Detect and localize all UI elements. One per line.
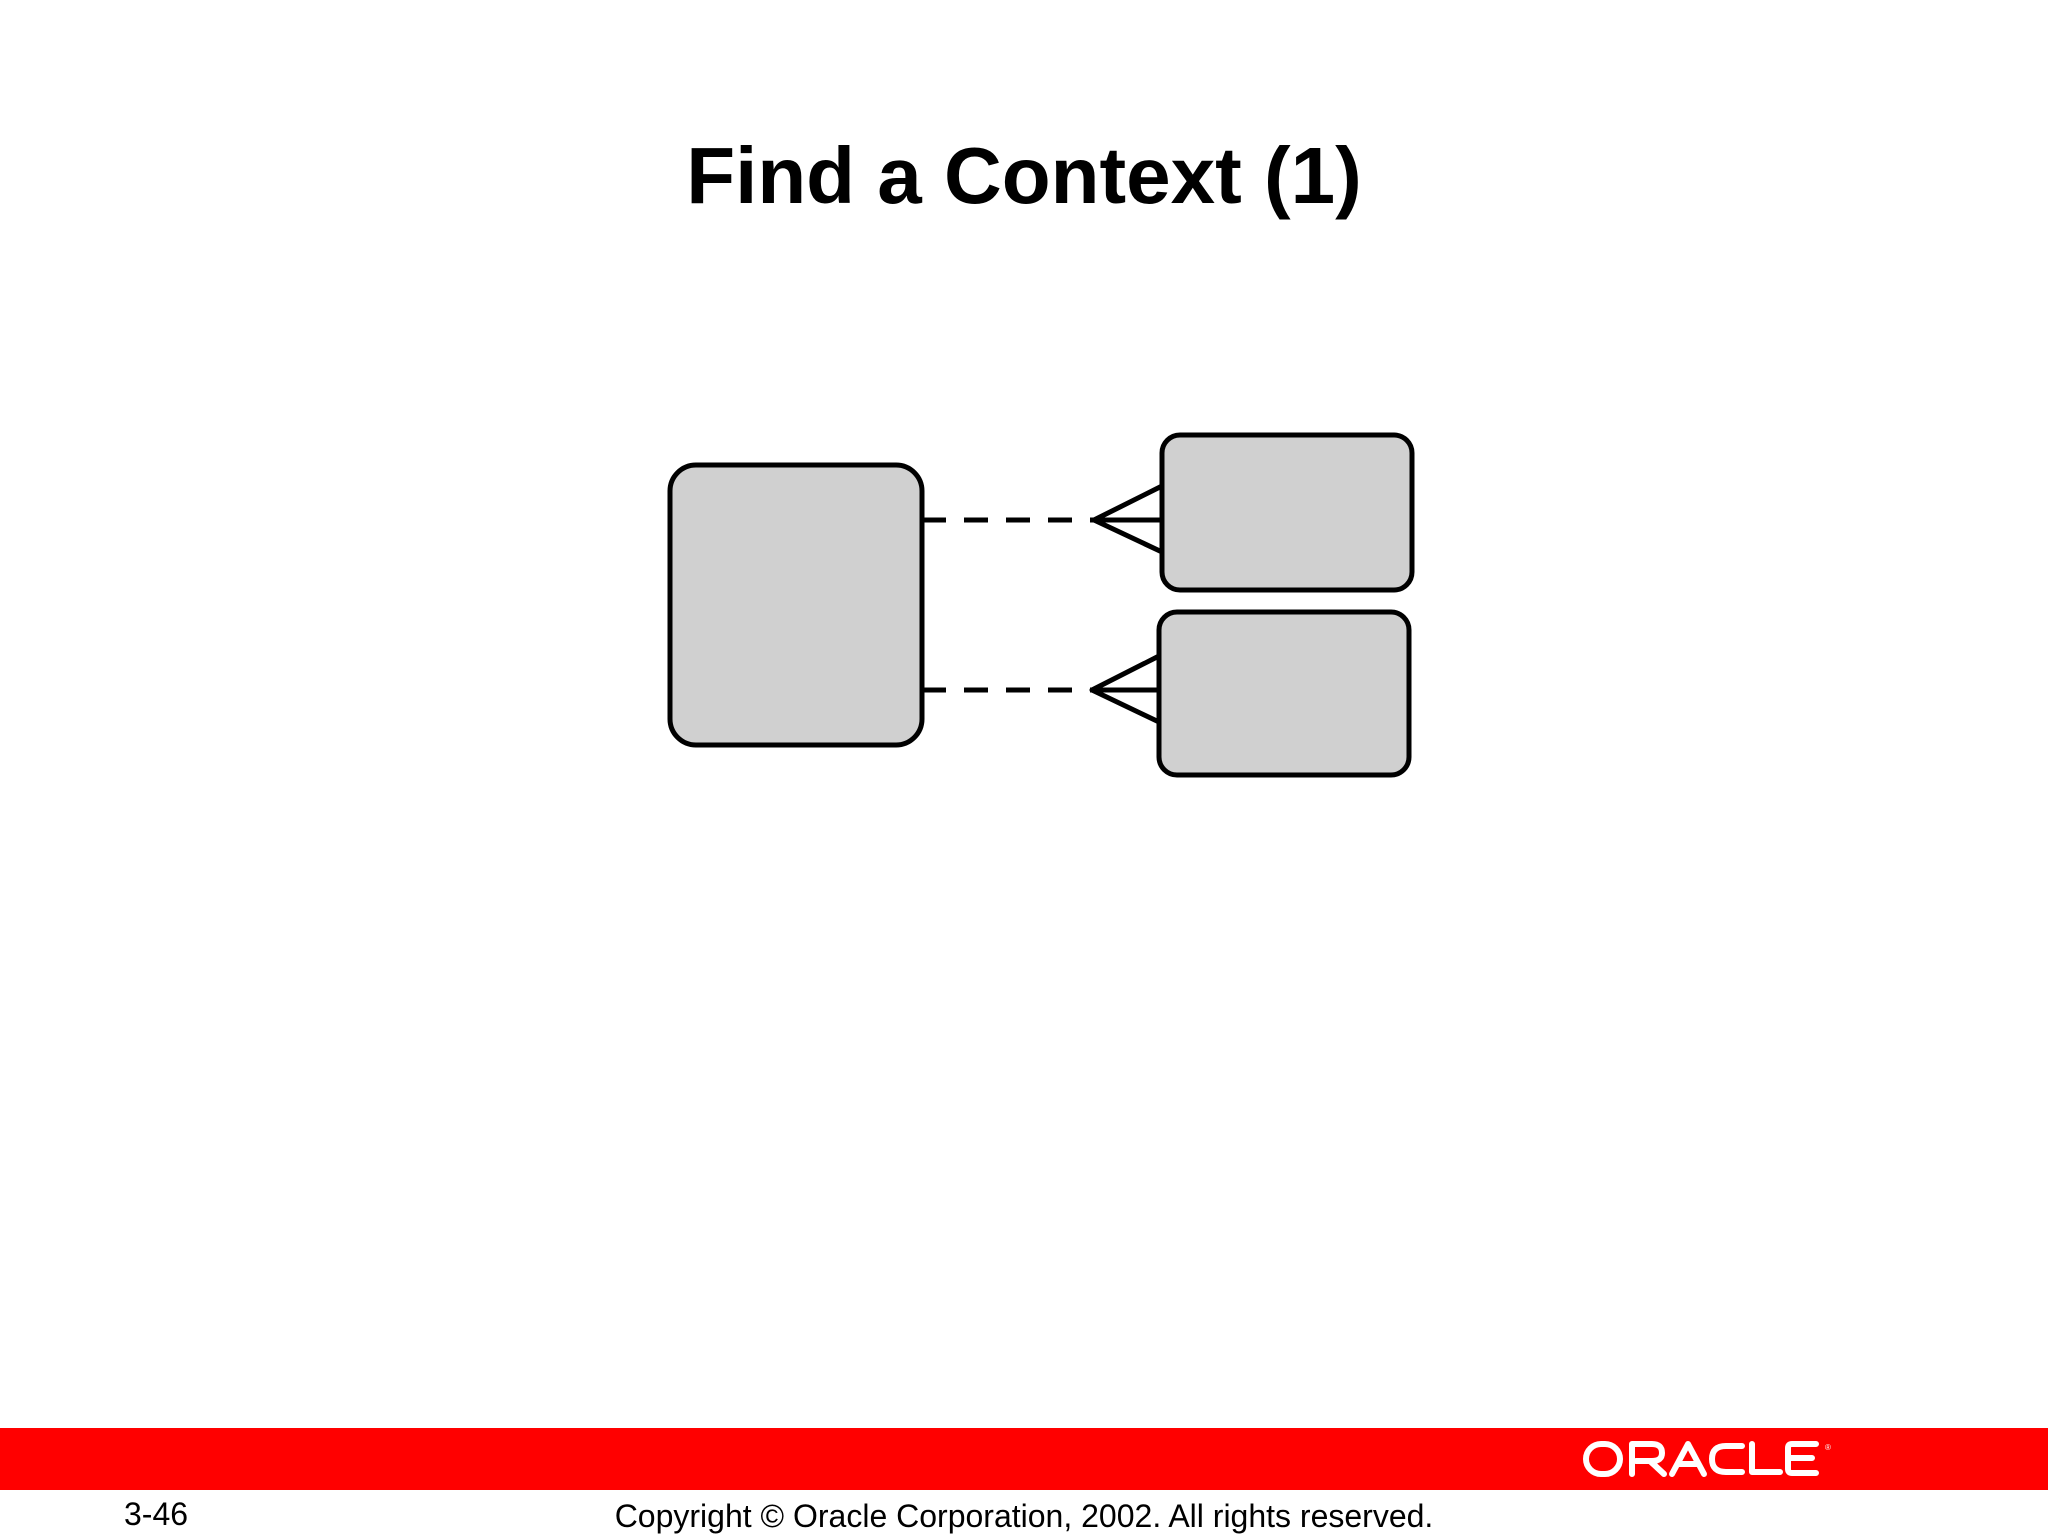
crows-foot-top-icon	[1091, 483, 1165, 555]
page-title: Find a Context (1)	[686, 131, 1362, 220]
entity-top-right	[1159, 432, 1415, 593]
slide-number: 3-46	[124, 1496, 189, 1532]
crows-foot-bottom-icon	[1089, 653, 1162, 725]
entity-left	[667, 462, 925, 748]
entity-bottom-right	[1156, 609, 1412, 778]
svg-text:®: ®	[1825, 1443, 1831, 1452]
footer-bar	[0, 1428, 2048, 1490]
oracle-logo: ®	[1583, 1441, 1831, 1477]
copyright-text: Copyright © Oracle Corporation, 2002. Al…	[614, 1498, 1434, 1534]
